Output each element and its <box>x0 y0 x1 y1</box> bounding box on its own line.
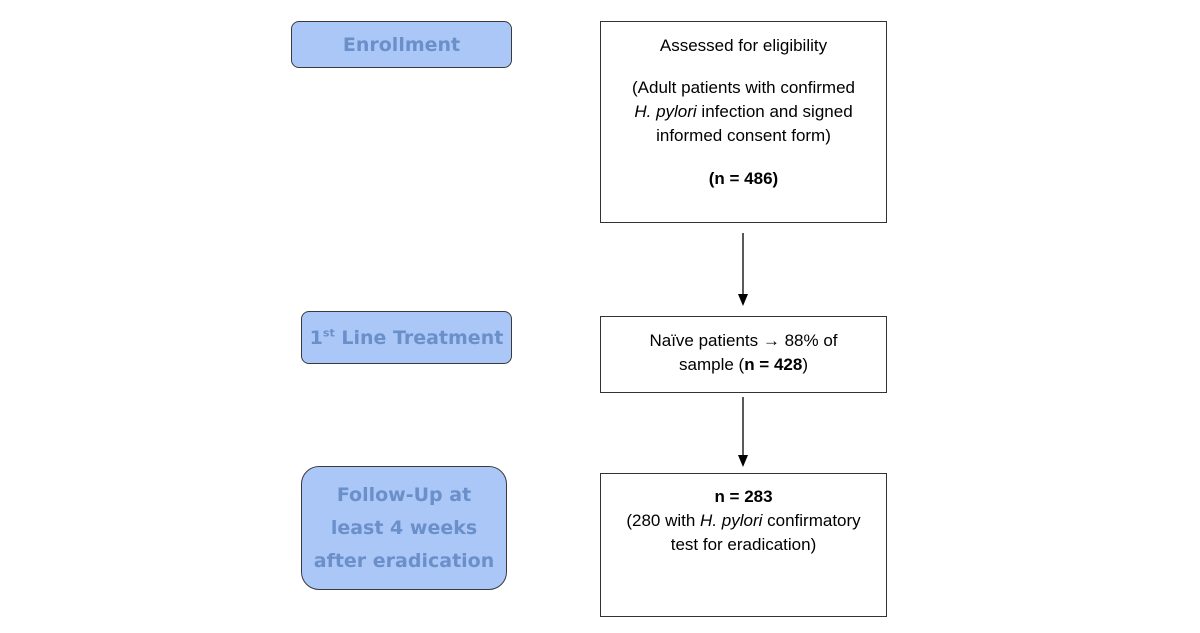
naive-patients-box: Naïve patients → 88% of sample (n = 428) <box>600 316 887 393</box>
eligibility-desc-line2-rest: infection and signed <box>696 102 853 121</box>
follow-up-line1-pre: (280 with <box>626 511 701 530</box>
follow-up-line2: test for eradication) <box>670 535 817 554</box>
follow-up-box: n = 283 (280 with H. pylori confirmatory… <box>600 473 887 617</box>
stage-follow-up-line1: Follow-Up at <box>336 483 472 506</box>
stage-follow-up-label: Follow-Up at least 4 weeks after eradica… <box>314 479 495 578</box>
naive-line2-pre: sample ( <box>679 355 745 374</box>
stage-treatment-rest: Line Treatment <box>334 326 504 349</box>
stage-treatment-label: 1st Line Treatment <box>310 327 504 349</box>
stage-first-line-treatment: 1st Line Treatment <box>301 311 512 364</box>
follow-up-count: n = 283 <box>714 487 773 506</box>
follow-up-line1-post: confirmatory <box>762 511 861 530</box>
eligibility-pathogen: H. pylori <box>634 102 697 121</box>
naive-count: n = 428 <box>744 355 803 374</box>
eligibility-box: Assessed for eligibility (Adult patients… <box>600 21 887 223</box>
eligibility-desc-line3: informed consent form) <box>656 126 831 145</box>
stage-enrollment: Enrollment <box>291 21 512 68</box>
stage-treatment-suffix: st <box>322 326 335 340</box>
arrow-down-2 <box>738 397 748 467</box>
eligibility-description: (Adult patients with confirmed H. pylori… <box>601 76 886 148</box>
eligibility-desc-line1: (Adult patients with confirmed <box>632 78 855 97</box>
stage-follow-up-line3: after eradication <box>313 549 495 572</box>
follow-up-line1: (280 with H. pylori confirmatory <box>601 509 886 533</box>
eligibility-desc-line2: H. pylori infection and signed <box>601 100 886 124</box>
eligibility-count: (n = 486) <box>708 169 779 188</box>
stage-enrollment-label: Enrollment <box>342 33 461 56</box>
naive-line2: sample (n = 428) <box>601 353 886 377</box>
eligibility-title: Assessed for eligibility <box>659 36 828 55</box>
naive-line1: Naïve patients → 88% of <box>649 331 838 350</box>
stage-follow-up-line2: least 4 weeks <box>330 516 478 539</box>
stage-follow-up: Follow-Up at least 4 weeks after eradica… <box>301 466 507 590</box>
follow-up-pathogen: H. pylori <box>700 511 763 530</box>
naive-line2-post: ) <box>802 355 808 374</box>
stage-treatment-ordinal: 1 <box>309 326 323 349</box>
arrow-down-1 <box>738 233 748 306</box>
